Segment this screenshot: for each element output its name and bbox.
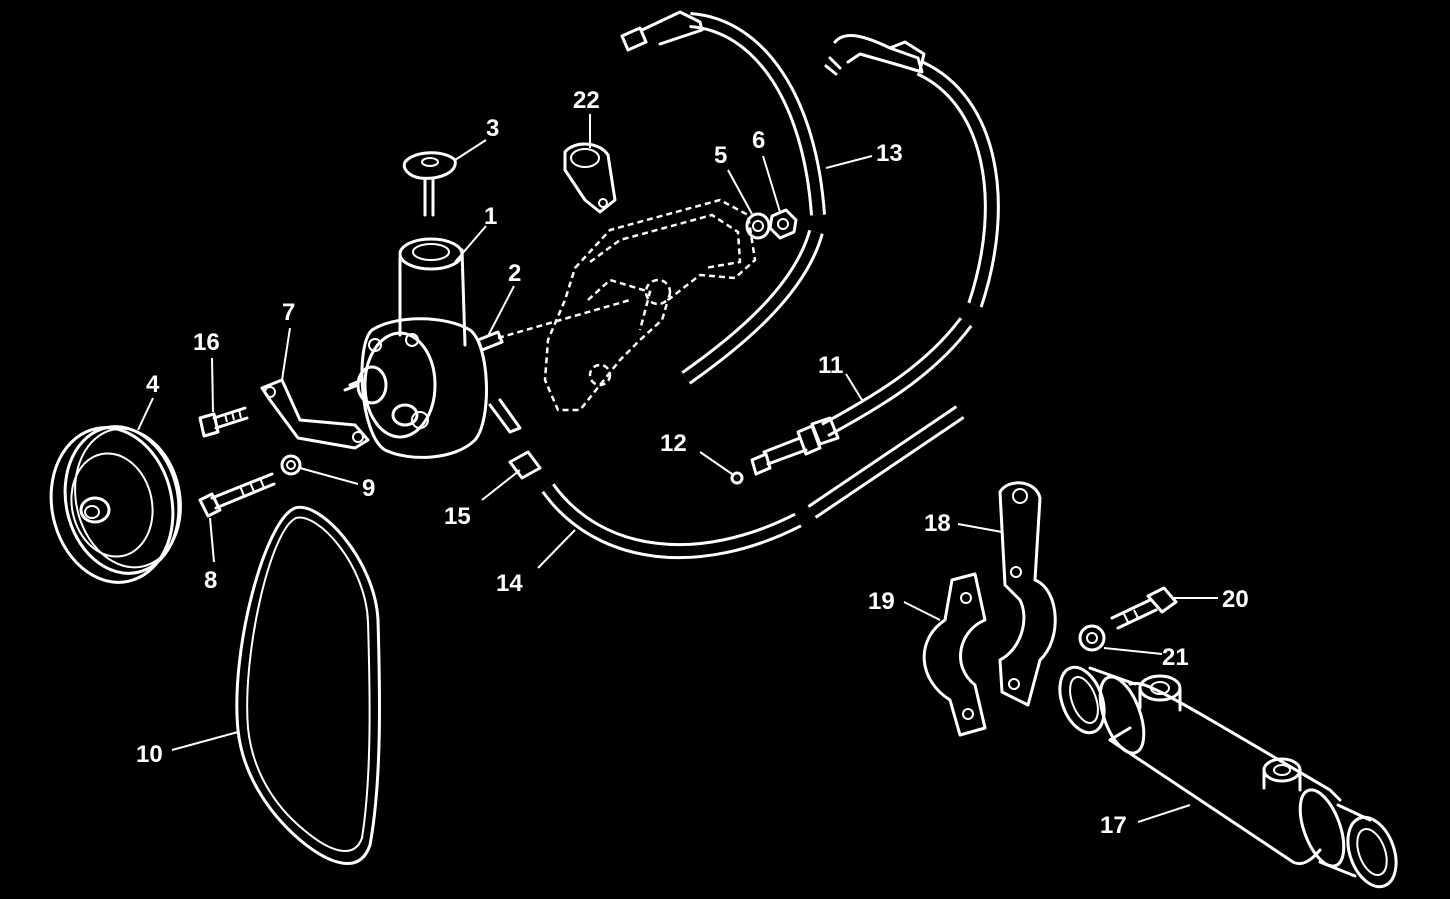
callout-17: 17	[1100, 812, 1127, 839]
callout-15: 15	[444, 503, 471, 530]
washer-9	[280, 454, 302, 476]
callout-9: 9	[362, 475, 375, 502]
callout-1: 1	[484, 203, 497, 230]
callout-2: 2	[508, 260, 521, 287]
callout-3: 3	[486, 115, 499, 142]
hose-13	[620, 10, 826, 385]
lock-washer-21	[1078, 624, 1106, 652]
callout-18: 18	[924, 510, 951, 537]
strap-18	[998, 481, 1057, 707]
callout-21: 21	[1162, 644, 1189, 671]
hose-14	[541, 405, 965, 559]
callout-16: 16	[193, 329, 220, 356]
bolt-16	[198, 406, 249, 438]
mounting-bracket	[497, 198, 757, 412]
hose-clamp-22	[563, 142, 617, 214]
drive-belt	[235, 505, 382, 865]
return-hose	[821, 34, 1000, 438]
stud-2	[476, 330, 504, 352]
callout-7: 7	[282, 299, 295, 326]
hose-fitting-11	[750, 416, 840, 476]
brace-7	[260, 378, 370, 450]
callout-10: 10	[136, 741, 163, 768]
filler-cap	[402, 151, 457, 217]
callout-5: 5	[714, 142, 727, 169]
bolt-20	[1110, 586, 1178, 630]
power-steering-pump	[343, 237, 522, 459]
callout-14: 14	[496, 570, 523, 597]
callout-8: 8	[204, 567, 217, 594]
callout-4: 4	[146, 371, 160, 398]
pulley	[49, 425, 182, 584]
washer-5	[745, 212, 771, 240]
oil-cooler	[1058, 665, 1398, 889]
o-ring-12	[730, 471, 744, 485]
callout-20: 20	[1222, 586, 1249, 613]
callout-22: 22	[573, 87, 600, 114]
nut-6	[768, 208, 798, 240]
callout-labels: 1 2 3 4 5 6 7 8 9 10 11 12 13 14 15 16 1…	[136, 87, 1249, 839]
callout-19: 19	[868, 588, 895, 615]
leader-lines	[137, 114, 1218, 823]
callout-11: 11	[818, 352, 843, 379]
strap-19	[922, 572, 987, 737]
callout-13: 13	[876, 140, 903, 167]
bolt-8	[198, 472, 276, 518]
callout-12: 12	[660, 430, 687, 457]
callout-6: 6	[752, 127, 765, 154]
